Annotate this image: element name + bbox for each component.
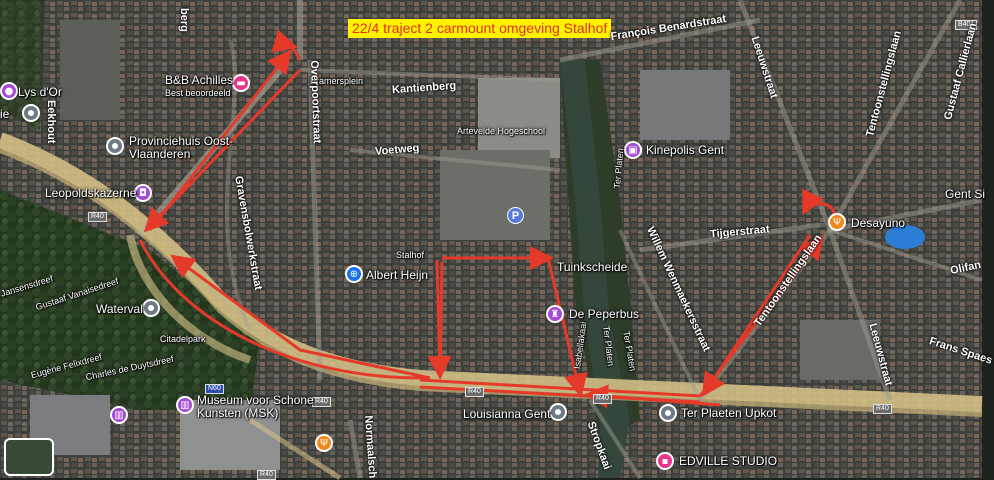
louisianna-pin-icon[interactable]	[549, 403, 567, 421]
poi-label-albert-heijn[interactable]: Albert Heijn	[366, 268, 429, 282]
museum-icon[interactable]: ▥	[176, 396, 194, 414]
route-title-banner: 22/4 traject 2 carmount omgeving Stalhof	[348, 19, 612, 38]
street-label-tuinkscheide: Tuinkscheide	[557, 260, 628, 274]
poi-label-lys-dor[interactable]: Lys d'Or	[18, 85, 62, 99]
poi-label-waterval[interactable]: Waterval	[96, 302, 143, 316]
road-shield-r40: R40	[873, 404, 892, 414]
poi-label-artevelde[interactable]: Artevelde Hogeschool	[457, 126, 546, 136]
road-shield-r40: R40	[257, 470, 276, 480]
landmark-pin-icon[interactable]: ♜	[546, 305, 564, 323]
poi-label-edville-studio[interactable]: EDVILLE STUDIO	[679, 454, 778, 468]
lys-dor-pin-icon[interactable]: ●	[0, 82, 18, 100]
studio-pin-icon[interactable]: ▪	[656, 452, 674, 470]
road-shield-r40: R40	[88, 212, 107, 222]
poi-label-ter-plaeten-upkot[interactable]: Ter Plaeten Upkot	[681, 406, 777, 420]
road-shield-r40: R40	[312, 397, 331, 407]
cinema-icon[interactable]: ▣	[624, 141, 642, 159]
government-building-icon[interactable]	[106, 137, 124, 155]
poi-label-kinepolis[interactable]: Kinepolis Gent	[646, 143, 725, 157]
road-shield-b401: B401	[955, 20, 978, 30]
street-label-berg: berg	[178, 8, 190, 32]
camera-landmark-icon[interactable]: ◘	[134, 184, 152, 202]
poi-label-leopoldskazerne[interactable]: Leopoldskazerne	[45, 186, 137, 200]
poi-label-louisianna[interactable]: Louisianna Gent	[463, 407, 551, 421]
upkot-pin-icon[interactable]	[659, 404, 677, 422]
poi-sublabel-best-rated: Best beoordeeld	[165, 88, 231, 98]
street-label-eekhout: Eekhout	[45, 100, 57, 144]
parking-icon[interactable]: P	[507, 207, 524, 224]
purple-place-pin-icon[interactable]: ▥	[110, 406, 128, 424]
layers-thumbnail-button[interactable]	[4, 438, 54, 476]
shopping-cart-icon[interactable]: ⊕	[345, 265, 363, 283]
poi-label-de-peperbus[interactable]: De Peperbus	[569, 307, 640, 321]
poi-label-bb-achilles[interactable]: B&B Achilles	[165, 73, 234, 87]
street-label-kramersplein: Kramersplein	[310, 76, 364, 86]
poi-label-provinciehuis[interactable]: Provinciehuis Oost-Vlaanderen	[129, 134, 234, 161]
food-pin-icon[interactable]: Ψ	[315, 434, 333, 452]
road-shield-r40: R40	[593, 394, 612, 404]
poi-label-desayuno[interactable]: Desayuno	[851, 216, 906, 230]
road-shield-n60: N60	[205, 384, 224, 394]
restaurant-icon[interactable]: Ψ	[828, 213, 846, 231]
poi-label-msk[interactable]: Museum voor Schone Kunsten (MSK)	[197, 393, 314, 420]
hotel-bed-icon[interactable]: ▬	[232, 74, 250, 92]
street-label-ie: ie	[0, 107, 10, 121]
street-label-stalhof: Stalhof	[396, 250, 425, 260]
street-label-citadelpark: Citadelpark	[160, 334, 206, 344]
street-label-gent-sint: Gent Si	[945, 187, 986, 201]
gray-place-pin-icon[interactable]	[22, 104, 40, 122]
road-shield-r40: R40	[465, 387, 484, 397]
waterval-pin-icon[interactable]	[142, 299, 160, 317]
